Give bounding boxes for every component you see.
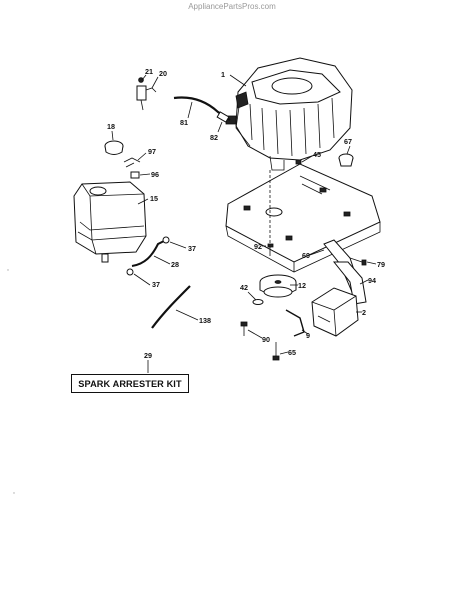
fuel-line-part[interactable] [131,239,167,267]
leader-69 [309,249,325,256]
callout-37b: 37 [152,280,160,289]
leader-82 [217,121,223,133]
hose-clamp-lower-part[interactable] [126,268,134,276]
muffler-part[interactable] [311,287,359,337]
leader-94 [359,279,369,285]
leader-18 [111,130,114,141]
callout-138: 138 [199,316,211,325]
callout-20: 20 [159,69,167,78]
throttle-cable-part[interactable] [173,96,231,121]
bolt-65-part[interactable] [272,342,280,361]
bolt-92-part[interactable] [267,243,274,256]
engine-part[interactable] [225,57,353,171]
callout-21: 21 [145,67,153,76]
callout-96: 96 [151,170,159,179]
leader-138 [175,309,199,321]
exhaust-pipe-94-part[interactable] [332,261,367,305]
bracket-9-part[interactable] [285,309,305,337]
leader-37a [169,241,187,249]
callout-67: 67 [344,137,352,146]
leader-42 [247,291,257,301]
washer-42-part[interactable] [252,299,264,305]
ignition-switch-part[interactable] [136,77,157,111]
leader-81 [187,101,193,119]
leader-9 [301,329,309,335]
fuel-cap-part[interactable] [104,140,124,155]
leader-1 [229,74,247,87]
bolt-90-part[interactable] [240,321,248,336]
leader-96 [139,173,151,176]
leader-67 [346,145,351,155]
callout-79: 79 [377,260,385,269]
leader-21 [141,74,147,81]
callout-28: 28 [171,260,179,269]
callout-94: 94 [368,276,376,285]
callout-82: 82 [210,133,218,142]
fitting-part[interactable] [216,111,230,123]
leader-45 [301,155,313,163]
bushing-part[interactable] [130,171,140,179]
clamp-part[interactable] [123,157,141,168]
callout-15: 15 [150,194,158,203]
callout-18: 18 [107,122,115,131]
leader-37b [133,273,151,286]
callout-42: 42 [240,283,248,292]
callout-69: 69 [302,251,310,260]
leader-20 [151,76,159,89]
bolt-79-part[interactable] [349,257,367,266]
fuel-tank-part[interactable] [73,181,147,263]
callout-97: 97 [148,147,156,156]
callout-12: 12 [298,281,306,290]
callout-90: 90 [262,335,270,344]
bolt-45-part[interactable] [295,159,302,165]
spark-arrester-kit-label[interactable]: SPARK ARRESTER KIT [71,374,189,393]
spark-arrester-kit-text: SPARK ARRESTER KIT [78,378,182,389]
hose-clamp-upper-part[interactable] [162,236,170,244]
callout-45: 45 [313,150,321,159]
pulley-part[interactable] [259,274,297,298]
spacer-67-part[interactable] [338,153,354,167]
callout-37a: 37 [188,244,196,253]
callout-65: 65 [288,348,296,357]
callout-1: 1 [221,70,225,79]
callout-29: 29 [144,351,152,360]
leader-79 [366,261,377,265]
callout-9: 9 [306,331,310,340]
watermark: AppliancePartsPros.com [188,2,276,11]
callout-81: 81 [180,118,188,127]
callout-92: 92 [254,242,262,251]
leader-90 [247,329,263,339]
leader-28 [153,255,171,265]
leader-65 [279,351,289,355]
callout-2: 2 [362,308,366,317]
hose-138-part[interactable] [151,285,191,329]
leader-97 [137,152,147,161]
engine-mount-plate-part[interactable] [225,163,381,273]
leader-15 [137,198,149,205]
